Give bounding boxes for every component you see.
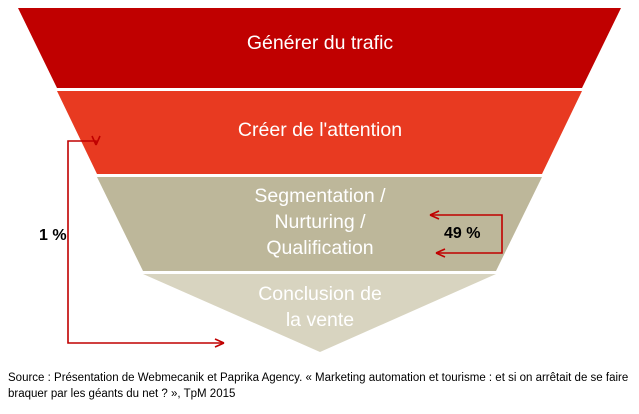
source-caption: Source : Présentation de Webmecanik et P… — [8, 372, 629, 400]
right-annotation-bracket — [429, 210, 503, 258]
left-annotation-label: 1 % — [39, 227, 67, 244]
left-annotation-bracket — [67, 135, 225, 348]
funnel-band-conclusion — [143, 274, 496, 352]
right-annotation-label: 49 % — [444, 225, 481, 242]
funnel-band-segmentation — [97, 177, 542, 271]
funnel-band-attention — [57, 91, 582, 174]
funnel-shape — [18, 8, 621, 352]
funnel-band-traffic — [18, 8, 621, 88]
